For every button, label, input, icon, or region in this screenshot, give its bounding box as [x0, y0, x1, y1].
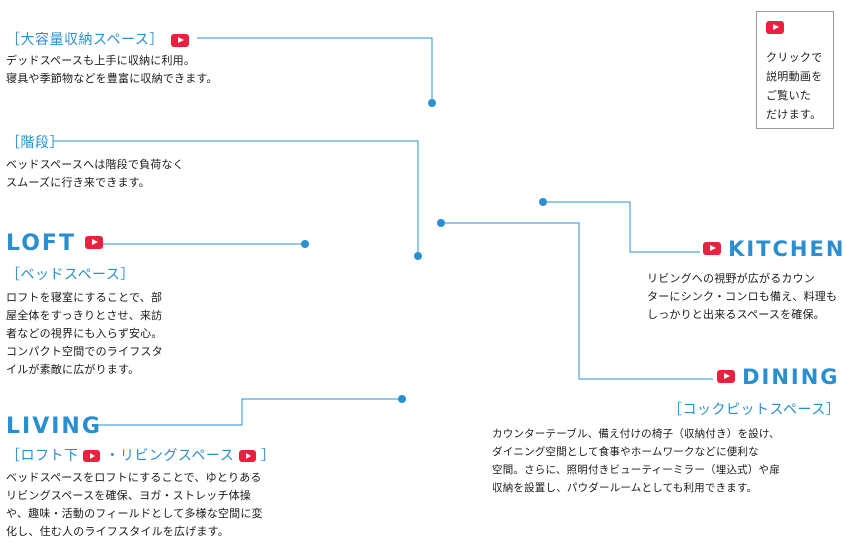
- loft-title-row: LOFT: [6, 231, 104, 256]
- play-video-icon[interactable]: [717, 370, 735, 383]
- play-video-icon[interactable]: [170, 33, 189, 47]
- living-subtitle-mid: ・リビングスペース: [105, 448, 235, 464]
- storage-leader: [197, 37, 433, 103]
- play-video-icon[interactable]: [239, 450, 257, 462]
- stairs-leader: [53, 140, 419, 256]
- stairs-body: ベッドスペースへは階段で負荷なく スムーズに行き来できます。: [6, 158, 184, 189]
- loft-title: LOFT: [6, 231, 76, 256]
- video-notice-text: クリックで 説明動画を ご覧いた だけます。: [766, 51, 823, 121]
- dining-leader: [441, 222, 713, 380]
- dining-body: カウンターテーブル、備え付けの椅子（収納付き）を設け、 ダイニング空間として食事…: [492, 428, 780, 494]
- kitchen-dot: [539, 198, 547, 206]
- kitchen-body: リビングへの視野が広がるカウン ターにシンク・コンロも備え、料理も しっかりと出…: [647, 272, 838, 321]
- stairs-heading: ［階段］: [6, 135, 64, 151]
- play-video-icon[interactable]: [766, 21, 784, 34]
- living-title: LIVING: [6, 414, 102, 439]
- living-body: ベッドスペースをロフトにすることで、ゆとりある リビングスペースを確保、ヨガ・ス…: [6, 471, 263, 538]
- loft-body: ロフトを寝室にすることで、部 屋全体をすっきりとさせ、来訪 者などの視界にも入ら…: [6, 291, 163, 376]
- dining-title: DINING: [742, 365, 840, 389]
- living-subtitle: ［ロフト下 ・リビングスペース ］: [6, 445, 276, 465]
- play-video-icon[interactable]: [83, 450, 101, 462]
- kitchen-title-row: KITCHEN: [703, 237, 845, 261]
- dining-dot: [437, 219, 445, 227]
- kitchen-title: KITCHEN: [728, 237, 846, 261]
- storage-heading: ［大容量収納スペース］: [6, 32, 164, 48]
- living-dot: [398, 395, 406, 403]
- kitchen-leader: [543, 201, 700, 253]
- living-title-row: LIVING: [6, 414, 102, 439]
- storage-dot: [428, 99, 436, 107]
- loft-subtitle: ［ベッドスペース］: [6, 267, 135, 283]
- stairs-dot: [414, 252, 422, 260]
- dining-title-row: DINING: [717, 365, 840, 389]
- loft-dot: [301, 240, 309, 248]
- play-video-icon[interactable]: [703, 242, 721, 255]
- storage-heading-row: ［大容量収納スペース］: [6, 29, 189, 49]
- living-leader: [95, 398, 402, 426]
- living-subtitle-close: ］: [261, 448, 276, 464]
- video-notice-box: クリックで 説明動画を ご覧いた だけます。: [756, 11, 834, 129]
- play-video-icon[interactable]: [85, 236, 104, 249]
- living-subtitle-open: ［ロフト下: [6, 448, 79, 464]
- dining-subtitle: ［コックピットスペース］: [668, 402, 841, 418]
- storage-body: デッドスペースも上手に収納に利用。 寝具や季節物などを豊富に収納できます。: [6, 54, 218, 85]
